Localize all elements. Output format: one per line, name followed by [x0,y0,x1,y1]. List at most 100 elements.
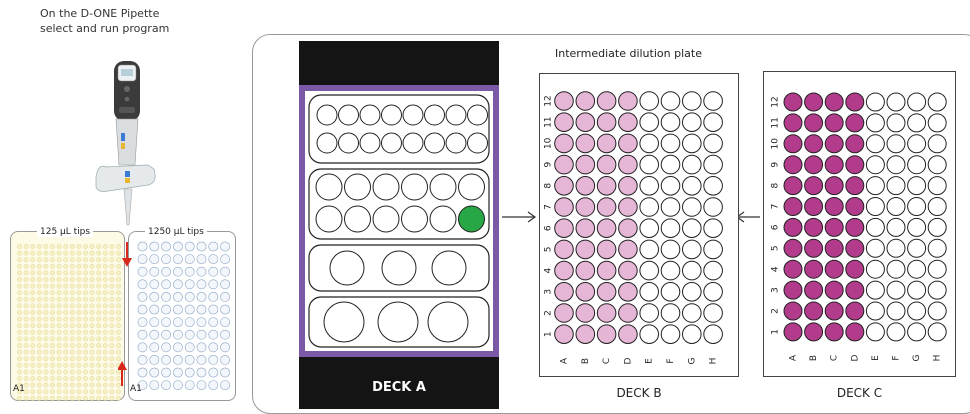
small-tip [50,277,55,282]
small-tip [89,283,95,289]
small-tip [23,283,29,289]
small-tip [116,263,121,269]
small-tip [76,329,82,335]
deck-a-tip-well [424,104,445,126]
small-tip [30,389,36,395]
row-label: 2 [544,310,554,316]
small-tip [36,277,42,282]
small-tip [109,329,115,335]
small-tip [109,395,115,401]
small-tip [63,250,69,256]
small-tip [17,277,22,282]
small-tip [83,349,88,355]
small-tip [17,263,22,269]
large-tip [161,254,171,264]
small-tip [30,263,36,269]
instruction-line-1: On the D-ONE Pipette [40,7,160,20]
small-tip [89,257,95,263]
small-tip [56,310,62,315]
small-tip [30,250,36,256]
small-tip [43,343,49,348]
deck-a-tip-well [381,132,402,154]
small-tip [56,277,62,282]
column-label: B [809,355,819,361]
small-tip [102,323,108,329]
small-tip [43,263,49,269]
small-tip [36,336,42,342]
small-tip [116,244,121,249]
column-label: D [850,354,860,361]
small-tip [17,250,22,256]
filled-well [824,197,844,216]
deck-a-tip-well [338,132,359,154]
small-tip [56,323,62,329]
large-tip [184,342,195,353]
empty-well [907,259,927,279]
tube-tray-xlarge [323,301,469,343]
small-tip [89,329,95,335]
small-tip [17,356,22,362]
small-tip [36,263,42,269]
filled-well [824,259,844,279]
empty-well [682,324,702,345]
small-tip [102,244,108,249]
small-tip [43,362,49,368]
empty-well [865,176,885,196]
small-tip [50,336,55,342]
filled-well [824,134,844,154]
small-tip [89,369,95,375]
small-tip [63,303,69,309]
small-tip [56,336,62,342]
empty-well [865,134,885,154]
small-tip [50,263,55,269]
row-label: 11 [771,117,781,128]
filled-well [804,197,824,216]
small-tip [83,303,88,309]
empty-well [639,239,659,260]
empty-well [907,197,927,216]
small-tip [30,336,36,342]
small-tip [50,376,55,381]
row-label: 5 [544,247,554,253]
small-tip [56,369,62,375]
large-tip [208,266,219,277]
filled-well [554,324,574,345]
small-tip [69,336,75,342]
small-tip [17,382,22,388]
small-tip [116,283,121,289]
filled-well [804,301,824,321]
small-tip [102,349,108,355]
deck-a-tube [315,173,343,201]
small-tip [50,395,55,401]
filled-well [804,176,824,196]
small-tip [83,343,88,348]
large-tip [161,279,171,290]
small-tip [76,277,82,282]
empty-well [703,197,723,217]
pipette-icon [95,61,156,226]
small-tip [109,323,115,329]
small-tip [50,316,55,322]
small-tip [102,395,108,401]
deck-a-tube [401,173,428,201]
small-tip [102,382,108,388]
small-tip [102,263,108,269]
small-tip [50,349,55,355]
small-tip [56,356,62,362]
large-tip [196,342,207,353]
empty-well [660,260,681,281]
small-tip [116,250,121,256]
filled-well [824,301,844,321]
deck-a-large-tube [381,250,417,286]
small-tip [23,336,29,342]
small-tip [23,290,29,296]
filled-well [596,324,617,345]
large-tip [161,241,171,252]
large-tip [137,317,148,327]
small-tip [17,362,22,368]
small-tip [23,316,29,322]
small-tip [23,349,29,355]
filled-well [596,154,617,175]
small-tip [102,303,108,309]
filled-well [596,282,617,302]
